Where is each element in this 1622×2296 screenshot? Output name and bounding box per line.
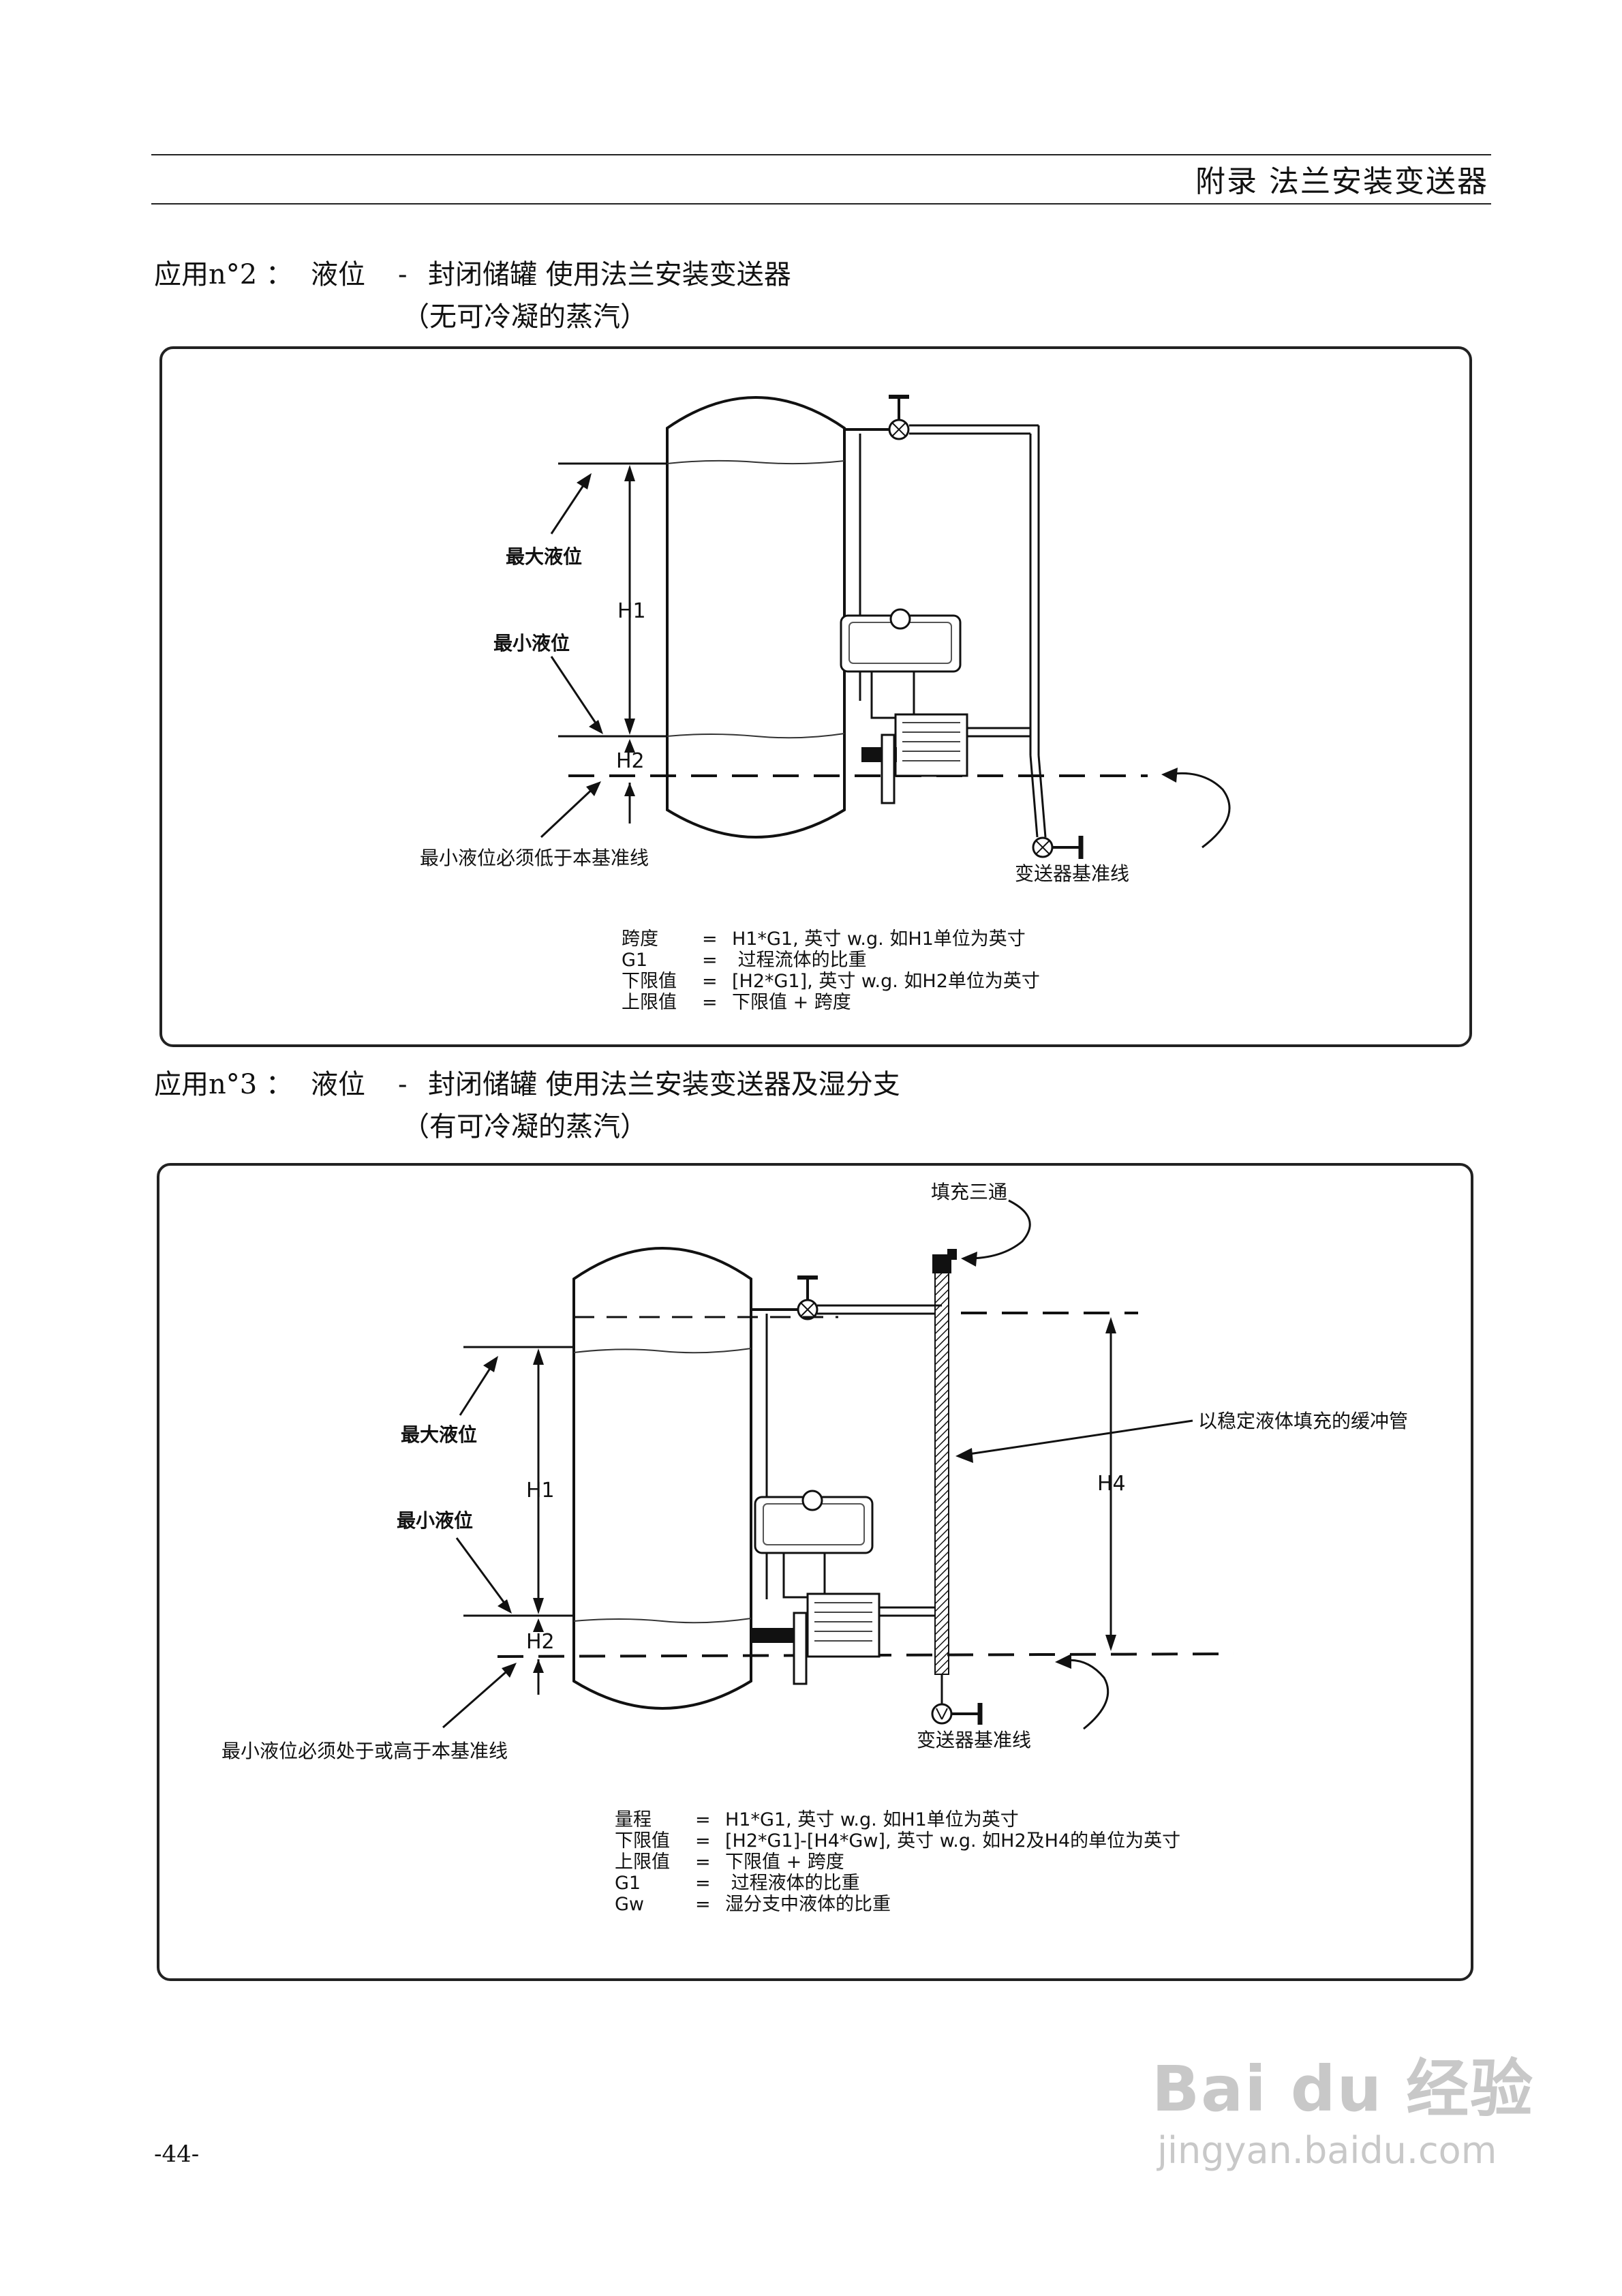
app3-dash: - [398, 1069, 408, 1100]
app2-diagram-frame [159, 346, 1472, 1047]
app2-transmitter [840, 608, 1030, 804]
app3-heading: 应用n°3 ： 液位 -封闭储罐 使用法兰安装变送器及湿分支 [154, 1062, 900, 1102]
app2-formula-row: G1= 过程流体的比重 [622, 950, 867, 971]
app3-h4-label: H4 [1097, 1472, 1126, 1496]
app3-buffer-tube [934, 1271, 949, 1675]
app3-transmitter [751, 1490, 935, 1685]
app3-min-note-label: 最小液位必须处于或高于本基准线 [221, 1740, 508, 1762]
app2-topic: 液位 [311, 259, 365, 290]
app3-max-level-label: 最大液位 [401, 1423, 477, 1446]
app3-min-level-line [573, 1618, 752, 1624]
app3-label: 应用n°3 ： [154, 1069, 293, 1100]
watermark-brand: Bai du 经验 [1152, 2053, 1535, 2126]
app3-formula-row: 量程=H1*G1, 英寸 w.g. 如H1单位为英寸 [615, 1809, 1019, 1830]
app2-label: 应用n°2 ： [154, 259, 293, 290]
app2-note: （无可冷凝的蒸汽） [402, 301, 647, 333]
app3-tank [572, 1247, 752, 1710]
app2-desc: 封闭储罐 使用法兰安装变送器 [428, 259, 791, 290]
app3-min-level-label: 最小液位 [397, 1509, 473, 1532]
app2-formula-row: 上限值=下限值 + 跨度 [622, 992, 851, 1013]
app3-desc: 封闭储罐 使用法兰安装变送器及湿分支 [428, 1069, 900, 1100]
app3-h1-label: H1 [526, 1479, 555, 1502]
header-rule-top [151, 154, 1491, 155]
app2-max-level-line [667, 459, 845, 465]
app2-formula-block: 跨度=H1*G1, 英寸 w.g. 如H1单位为英寸 G1= 过程流体的比重 下… [622, 928, 1040, 1013]
page-header-title: 附录 法兰安装变送器 [1195, 164, 1488, 199]
app2-heading: 应用n°2 ： 液位 -封闭储罐 使用法兰安装变送器 [154, 252, 791, 292]
app3-note: （有可冷凝的蒸汽） [402, 1111, 647, 1143]
app2-datum-label: 变送器基准线 [1015, 862, 1129, 885]
app3-h2-label: H2 [526, 1630, 555, 1654]
app3-buffer-tube-label: 以稳定液体填充的缓冲管 [1198, 1410, 1408, 1432]
app3-formula-row: G1= 过程液体的比重 [615, 1873, 860, 1894]
app2-formula-row: 下限值=[H2*G1], 英寸 w.g. 如H2单位为英寸 [622, 971, 1040, 992]
page-number: -44- [154, 2141, 200, 2168]
app3-formula-row: Gw=湿分支中液体的比重 [615, 1894, 891, 1915]
app2-formula-row: 跨度=H1*G1, 英寸 w.g. 如H1单位为英寸 [622, 928, 1026, 950]
app3-diagram-frame [157, 1163, 1473, 1981]
app2-diagram: 最大液位 最小液位 H1 H2 最小液位必须低于本基准线 变送器基准线 [420, 395, 1231, 885]
app2-max-level-label: 最大液位 [506, 545, 582, 568]
app2-min-note-label: 最小液位必须低于本基准线 [420, 847, 649, 869]
app3-top-valve [797, 1299, 818, 1320]
baidu-watermark: Bai du 经验 jingyan.baidu.com [1152, 2038, 1534, 2172]
app2-h1-label: H1 [617, 599, 646, 623]
app3-formula-row: 上限值=下限值 + 跨度 [615, 1852, 844, 1873]
app2-dash: - [398, 259, 408, 290]
app3-formula-block: 量程=H1*G1, 英寸 w.g. 如H1单位为英寸 下限值=[H2*G1]-[… [615, 1809, 1180, 1915]
app3-topic: 液位 [311, 1069, 365, 1100]
app3-datum-label: 变送器基准线 [917, 1729, 1031, 1751]
app3-bottom-valve [931, 1703, 953, 1725]
app3-diagram: 填充三通 以稳定液体填充的缓冲管 最大液位 最小液位 H1 H2 H4 最小液位… [221, 1181, 1408, 1762]
app2-h2-label: H2 [616, 749, 645, 773]
app3-formula-row: 下限值=[H2*G1]-[H4*Gw], 英寸 w.g. 如H2及H4的单位为英… [615, 1830, 1181, 1852]
app3-max-level-line [573, 1348, 752, 1354]
watermark-url: jingyan.baidu.com [1157, 2129, 1497, 2172]
app3-fill-tee-label: 填充三通 [931, 1181, 1007, 1203]
app2-tank [666, 396, 846, 839]
app2-min-level-line [667, 733, 845, 739]
app2-min-level-label: 最小液位 [493, 632, 570, 654]
header-rule-bottom [151, 203, 1491, 205]
